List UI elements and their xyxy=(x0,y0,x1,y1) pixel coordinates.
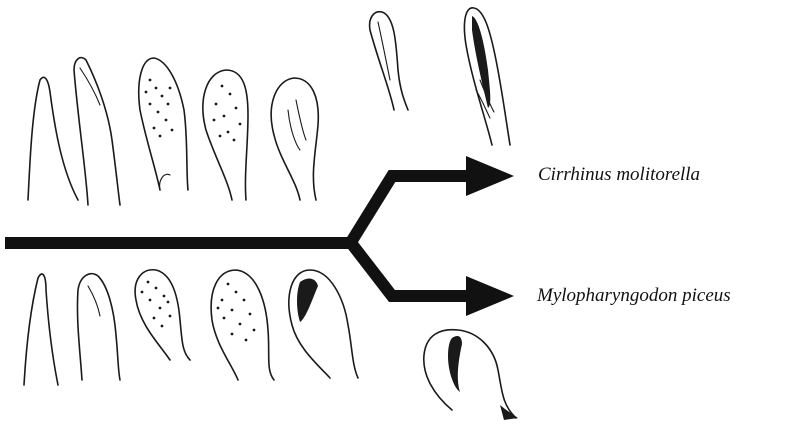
lower-tooth-texture xyxy=(141,281,256,342)
upper-tooth-1 xyxy=(28,77,78,200)
lower-tooth-5 xyxy=(289,270,358,378)
upper-branch xyxy=(348,176,476,247)
lower-arrowhead xyxy=(466,276,514,316)
lower-tooth-3 xyxy=(135,270,190,360)
label-mylopharyngodon-piceus: Mylopharyngodon piceus xyxy=(537,285,731,307)
upper-tooth-4 xyxy=(203,70,248,200)
lower-tooth-6 xyxy=(424,330,518,420)
lower-tooth-4 xyxy=(211,270,274,380)
upper-tooth-5 xyxy=(271,78,318,200)
upper-tooth-7 xyxy=(464,8,510,145)
lower-tooth-2 xyxy=(77,274,120,380)
upper-tooth-6 xyxy=(370,12,408,110)
upper-arrowhead xyxy=(466,156,514,196)
upper-tooth-2 xyxy=(74,58,120,205)
label-cirrhinus-molitorella: Cirrhinus molitorella xyxy=(538,164,700,186)
lower-branch xyxy=(348,239,476,296)
lower-tooth-1 xyxy=(24,274,58,385)
upper-tooth-3 xyxy=(139,58,188,190)
upper-tooth-texture xyxy=(145,79,242,142)
